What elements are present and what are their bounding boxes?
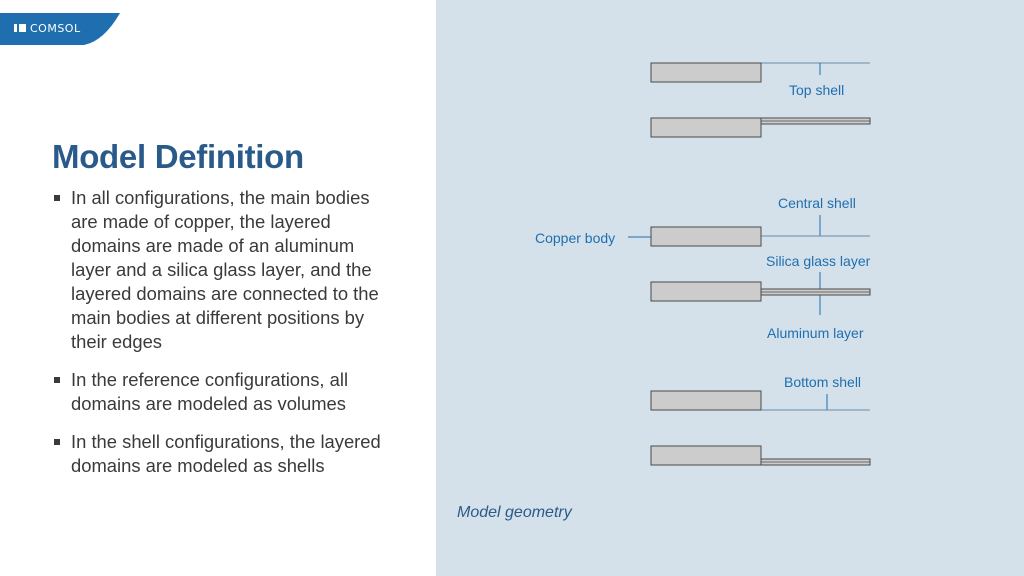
logo-tab	[0, 13, 120, 45]
copper-body-3a	[650, 390, 762, 411]
label-top-shell: Top shell	[789, 82, 845, 98]
slide-title: Model Definition	[52, 138, 304, 175]
bullet-text: In all configurations, the main bodies a…	[71, 187, 379, 352]
copper-body-3b	[650, 445, 762, 466]
copper-body-1b	[650, 117, 762, 138]
bullet-item: In the shell configurations, the layered…	[52, 430, 382, 478]
bullet-square-icon	[54, 195, 60, 201]
label-central-shell: Central shell	[778, 195, 856, 211]
label-silica-glass-layer: Silica glass layer	[766, 253, 871, 269]
copper-body-1a	[650, 62, 762, 83]
logo-mark	[14, 24, 17, 32]
bullet-square-icon	[54, 377, 60, 383]
bullet-item: In all configurations, the main bodies a…	[52, 186, 382, 354]
label-aluminum-layer: Aluminum layer	[767, 325, 864, 341]
copper-body-2b	[650, 281, 762, 302]
figure-caption: Model geometry	[457, 504, 572, 521]
bullet-text: In the shell configurations, the layered…	[71, 431, 381, 476]
bullet-list: In all configurations, the main bodies a…	[52, 186, 382, 492]
bullet-square-icon	[54, 439, 60, 445]
label-copper-body: Copper body	[535, 230, 616, 246]
logo-text: COMSOL	[30, 22, 81, 35]
copper-body-2a	[650, 226, 762, 247]
label-bottom-shell: Bottom shell	[784, 374, 862, 390]
bullet-item: In the reference configurations, all dom…	[52, 368, 382, 416]
bullet-text: In the reference configurations, all dom…	[71, 369, 349, 414]
